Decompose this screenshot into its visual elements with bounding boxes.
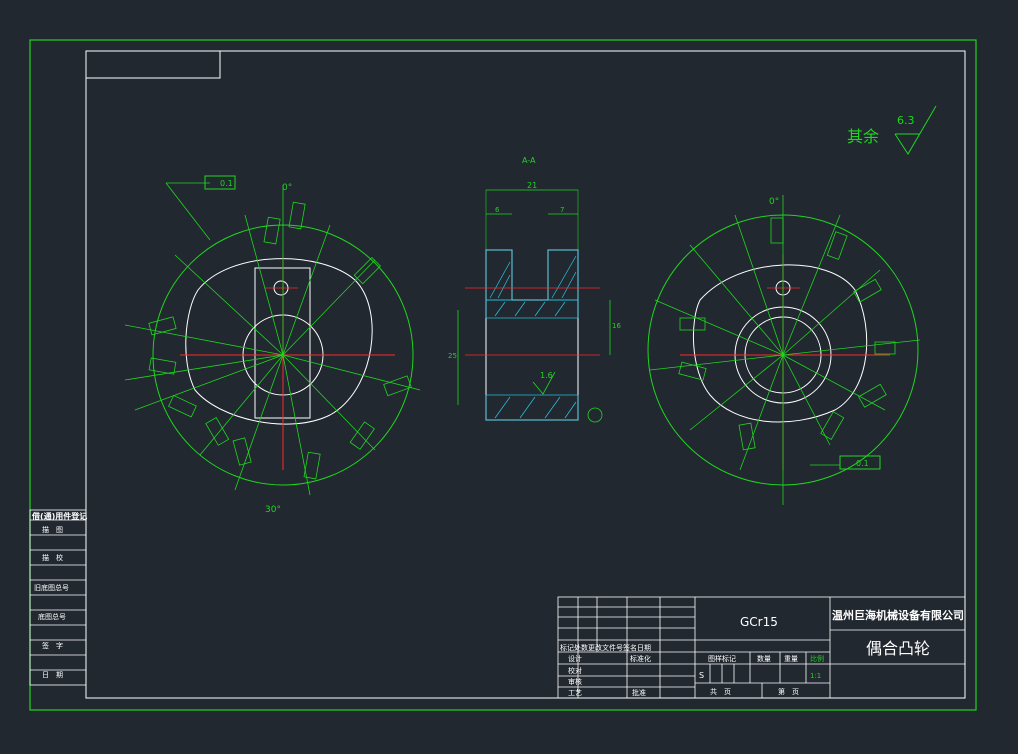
part-name: 偶合凸轮: [866, 639, 930, 658]
stamp-row-0: 描 图: [42, 525, 63, 534]
roughness-small: 1.6: [540, 371, 553, 380]
angle-0-right: 0°: [769, 197, 779, 207]
approve-label: 批准: [632, 688, 646, 697]
sheet-no: 第 页: [778, 687, 799, 696]
stamp-row-4: 签 字: [42, 641, 63, 650]
title-block-grid: [557, 596, 966, 699]
slot-right-dim: 7: [560, 206, 564, 214]
scale-value: 1:1: [810, 672, 821, 680]
section-view: A-A 21 6 7 16 25 1.6: [448, 156, 621, 423]
corner-box: [85, 50, 221, 79]
roughness-note: 其余 6.3: [847, 105, 937, 155]
angle-30-bottom: 30°: [265, 505, 281, 515]
check-label: 校对: [568, 666, 582, 675]
outer-frame: [29, 39, 977, 711]
tolerance-left: 0.1: [220, 179, 233, 188]
quantity-label: 数量: [757, 654, 771, 663]
weight-label: 重量: [784, 655, 798, 663]
stage-mark-label: 图样标记: [708, 654, 736, 663]
inner-frame: [85, 50, 966, 699]
scale-label: 比例: [810, 654, 824, 663]
process-label: 工艺: [568, 689, 582, 697]
header-row: 标记处数更改文件号签名日期: [560, 643, 651, 652]
dim-25: 25: [448, 352, 457, 360]
datum-circle-icon: [587, 407, 603, 423]
right-view: 0.1 0°: [647, 195, 921, 505]
total-sheets: 共 页: [710, 687, 731, 696]
dim-16: 16: [612, 322, 621, 330]
material-label: GCr15: [740, 615, 778, 629]
left-view: 0.1 0° 30°: [124, 175, 421, 515]
tolerance-right: 0.1: [856, 459, 869, 468]
review-label: 审核: [568, 677, 582, 686]
tolerance-box-right: [839, 455, 881, 470]
standardization-label: 标准化: [630, 654, 651, 663]
roughness-symbol-icon: [894, 105, 937, 155]
stamp-row-5: 日 期: [42, 671, 63, 679]
company-name: 温州巨海机械设备有限公司: [832, 608, 964, 622]
left-stamp-table: [29, 509, 87, 686]
roughness-value: 6.3: [897, 114, 915, 127]
section-label: A-A: [522, 156, 536, 165]
stamp-row-2: 旧底图总号: [34, 583, 69, 592]
stamp-table-title: 借(通)用件登记: [31, 511, 87, 521]
width-dim: 21: [527, 181, 537, 190]
stamp-row-1: 描 校: [42, 553, 63, 562]
angle-0-left: 0°: [282, 183, 292, 193]
stage-s: S: [699, 671, 704, 680]
slot-left-dim: 6: [495, 206, 500, 214]
roughness-label: 其余: [847, 127, 879, 146]
design-label: 设计: [568, 654, 582, 663]
stamp-row-3: 底图总号: [38, 612, 66, 621]
tolerance-box-left: [204, 175, 236, 190]
